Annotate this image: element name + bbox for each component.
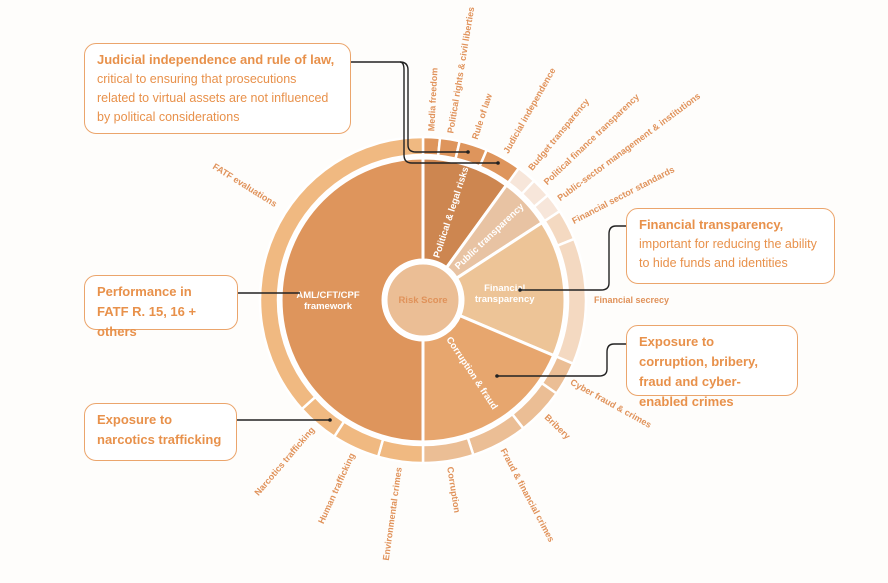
leader-line-judicial-b — [399, 61, 498, 164]
callout-narcotics: Exposure to narcotics trafficking — [84, 403, 237, 461]
subcategory-label-corruption: Corruption — [445, 466, 462, 513]
callout-judicial: Judicial independence and rule of law, c… — [84, 43, 351, 134]
callout-narcotics-title: Exposure to narcotics trafficking — [97, 412, 222, 447]
callout-financial: Financial transparency, important for re… — [626, 208, 835, 284]
subcategory-label-fatf-evaluations: FATF evaluations — [211, 161, 279, 209]
callout-fatf-title: Performance in FATF R. 15, 16 + others — [97, 284, 197, 339]
risk-score-center — [384, 261, 462, 339]
segment-aml-cft-cpf-framework — [279, 156, 425, 444]
subcategory-label-fraud-financial-crimes: Fraud & financial crimes — [498, 447, 556, 544]
callout-corruption-title: Exposure to corruption, bribery, fraud a… — [639, 334, 758, 409]
subcategory-label-media-freedom: Media freedom — [426, 68, 439, 132]
subcategory-label-financial-secrecy: Financial secrecy — [594, 295, 669, 305]
callout-financial-title: Financial transparency, — [639, 217, 784, 232]
subcategory-label-bribery: Bribery — [543, 412, 573, 441]
subcategory-label-political-rights-civil-liberties: Political rights & civil liberties — [445, 6, 476, 134]
segment-financial-transparency — [454, 220, 567, 358]
subsegment-fatf-evaluations — [258, 135, 425, 411]
subcategory-label-rule-of-law: Rule of law — [470, 91, 494, 140]
risk-score-label: Risk Score — [398, 295, 447, 306]
leader-line-corruption — [497, 343, 633, 377]
subcategory-label-narcotics-trafficking: Narcotics trafficking — [252, 425, 316, 498]
callout-financial-body: important for reducing the ability to hi… — [639, 237, 817, 270]
callout-fatf: Performance in FATF R. 15, 16 + others — [84, 275, 238, 339]
callout-judicial-title: Judicial independence and rule of law, — [97, 52, 335, 67]
subcategory-label-human-trafficking: Human trafficking — [316, 451, 357, 525]
subcategory-label-environmental-crimes: Environmental crimes — [381, 467, 404, 562]
leader-line-judicial-a — [332, 61, 468, 153]
leader-line-financial — [520, 225, 633, 291]
callout-corruption: Exposure to corruption, bribery, fraud a… — [626, 325, 798, 409]
callout-judicial-body: critical to ensuring that prosecutions r… — [97, 72, 329, 124]
segment-corruption-fraud — [421, 313, 556, 444]
